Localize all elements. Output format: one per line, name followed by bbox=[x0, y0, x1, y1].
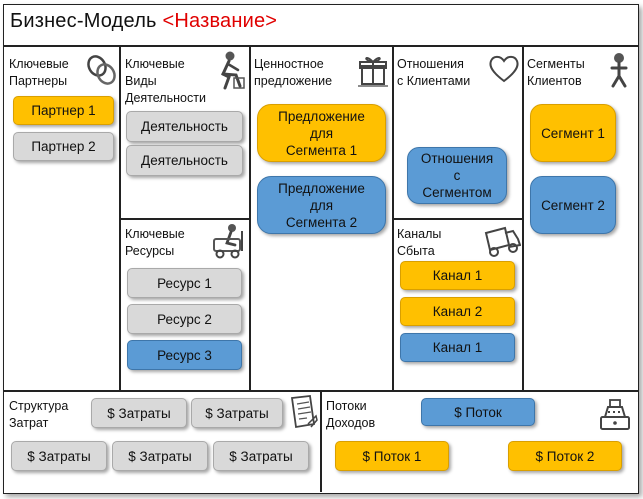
resource-card-2[interactable]: Ресурс 2 bbox=[127, 304, 242, 334]
cash-register-icon bbox=[598, 397, 632, 433]
divider-activities-value bbox=[249, 45, 251, 390]
activity-card-2[interactable]: Деятельность bbox=[126, 145, 243, 176]
receipt-icon bbox=[286, 394, 318, 430]
channels-label: Каналы Сбыта bbox=[397, 227, 442, 258]
revenue-card-2[interactable]: $ Поток 1 bbox=[335, 441, 449, 471]
divider-value-relationships bbox=[392, 45, 394, 390]
chain-link-icon bbox=[84, 52, 118, 88]
divider-costs-revenue bbox=[320, 390, 322, 492]
resource-card-1[interactable]: Ресурс 1 bbox=[127, 268, 242, 298]
page-title: Бизнес-Модель <Название> bbox=[10, 10, 277, 33]
divider-activities-resources bbox=[119, 218, 250, 220]
relationship-card-1[interactable]: Отношения с Сегментом bbox=[407, 147, 507, 204]
resources-label: Ключевые Ресурсы bbox=[125, 227, 185, 258]
segments-label: Сегменты Клиентов bbox=[527, 57, 585, 88]
divider-relationships-channels bbox=[392, 218, 523, 220]
cost-card-2[interactable]: $ Затраты bbox=[191, 398, 283, 428]
channel-card-2[interactable]: Канал 2 bbox=[400, 297, 515, 326]
cost-card-3[interactable]: $ Затраты bbox=[11, 441, 107, 471]
costs-label: Структура Затрат bbox=[9, 399, 69, 430]
cost-card-4[interactable]: $ Затраты bbox=[112, 441, 208, 471]
partner-card-2[interactable]: Партнер 2 bbox=[13, 132, 114, 161]
person-icon bbox=[606, 52, 632, 88]
heart-icon bbox=[488, 54, 520, 84]
value-card-2[interactable]: Предложение для Сегмента 2 bbox=[257, 176, 386, 234]
title-highlight: <Название> bbox=[162, 10, 278, 32]
worker-icon bbox=[210, 50, 246, 90]
truck-icon bbox=[483, 225, 521, 259]
partner-card-1[interactable]: Партнер 1 bbox=[13, 96, 114, 125]
divider-partners-activities bbox=[119, 45, 121, 390]
value-label: Ценностное предложение bbox=[254, 57, 333, 88]
relationships-label: Отношения с Клиентами bbox=[397, 57, 471, 88]
cost-card-1[interactable]: $ Затраты bbox=[91, 398, 187, 428]
resource-card-3[interactable]: Ресурс 3 bbox=[127, 340, 242, 370]
channel-card-1[interactable]: Канал 1 bbox=[400, 261, 515, 290]
cost-card-5[interactable]: $ Затраты bbox=[213, 441, 309, 471]
segment-card-2[interactable]: Сегмент 2 bbox=[530, 176, 616, 234]
partners-label: Ключевые Партнеры bbox=[9, 57, 69, 88]
title-main: Бизнес-Модель bbox=[10, 10, 157, 32]
segment-card-1[interactable]: Сегмент 1 bbox=[530, 104, 616, 162]
forklift-icon bbox=[210, 223, 246, 259]
revenue-card-1[interactable]: $ Поток bbox=[421, 398, 535, 426]
value-card-1[interactable]: Предложение для Сегмента 1 bbox=[257, 104, 386, 162]
title-divider bbox=[4, 45, 638, 47]
activities-label: Ключевые Виды Деятельности bbox=[125, 57, 206, 105]
channel-card-3[interactable]: Канал 1 bbox=[400, 333, 515, 362]
divider-relationships-segments bbox=[522, 45, 524, 390]
revenue-label: Потоки Доходов bbox=[326, 399, 376, 430]
revenue-card-3[interactable]: $ Поток 2 bbox=[508, 441, 622, 471]
gift-icon bbox=[356, 52, 390, 88]
activity-card-1[interactable]: Деятельность bbox=[126, 111, 243, 142]
